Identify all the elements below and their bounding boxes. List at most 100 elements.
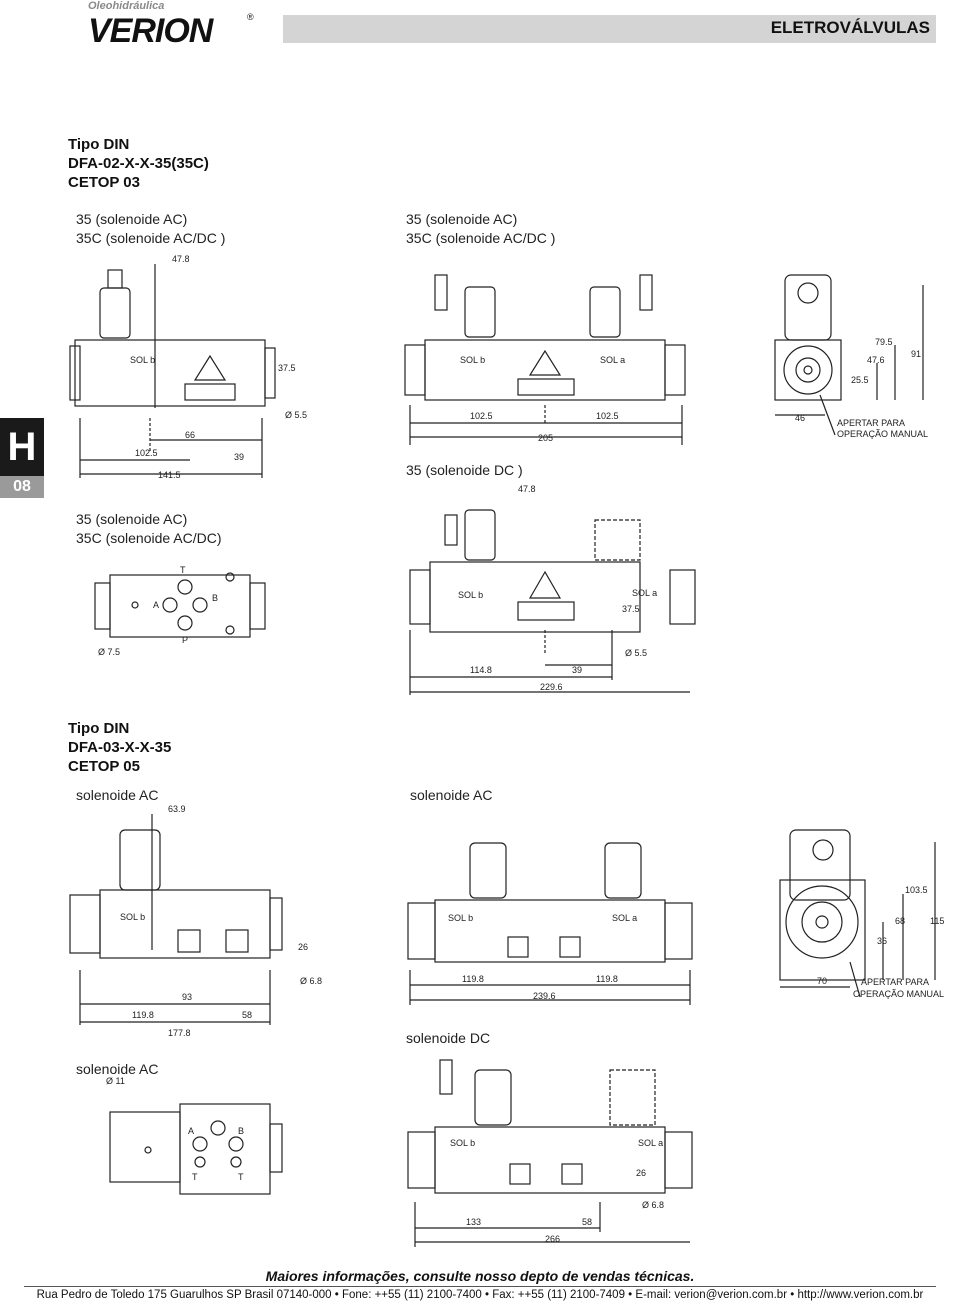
s2-side-dim-2: 115 — [930, 916, 944, 926]
s1-single-dim-4: 39 — [234, 452, 244, 462]
s1-side-dim-3: 25.5 — [851, 375, 869, 385]
s1-top-label-1: 35 (solenoide AC) — [76, 511, 188, 527]
section-tab-number: 08 — [0, 476, 44, 498]
s2-double-ac-drawing: 119.8 119.8 239.6 SOL b SOL a — [400, 825, 700, 1005]
s2-double-label: solenoide AC — [410, 787, 493, 803]
s1-single-dim-0: 47.8 — [172, 254, 190, 264]
section2-standard: CETOP 05 — [68, 758, 140, 775]
s2-top-view-drawing: A B T T Ø 11 — [100, 1072, 300, 1202]
s1-dc-dim-1: 37.5 — [622, 604, 640, 614]
s1-dc-dim-3: 114.8 — [470, 665, 492, 675]
s2-top-port-0: A — [188, 1126, 194, 1136]
s1-top-port-2: B — [212, 593, 218, 603]
s2-single-dim-3: 93 — [182, 992, 192, 1002]
s2-dc-view-drawing: 26 Ø 6.8 133 58 266 SOL b SOL a — [400, 1052, 700, 1252]
s1-single-dim-2: Ø 5.5 — [285, 410, 307, 420]
s2-single-dim-2: Ø 6.8 — [300, 976, 322, 986]
s1-top-view-drawing: T A B P Ø 7.5 — [90, 555, 290, 665]
s2-top-port-2: T — [192, 1172, 198, 1182]
section-tab-letter: H — [0, 418, 44, 476]
s1-dc-label: 35 (solenoide DC ) — [406, 462, 523, 478]
s1-side-note-1: APERTAR PARA — [837, 418, 905, 428]
brand-logo: VERION — [88, 12, 213, 50]
s1-single-dim-5: 102.5 — [135, 448, 158, 458]
s2-double-sol-b: SOL b — [448, 913, 473, 923]
s2-double-sol-a: SOL a — [612, 913, 637, 923]
s2-single-dim-4: 119.8 — [132, 1010, 154, 1020]
s1-single-dim-6: 141.5 — [158, 470, 181, 480]
s1-double-ac-drawing: 102.5 102.5 205 SOL b SOL a — [400, 265, 700, 445]
s1-double-label-1: 35 (solenoide AC) — [406, 211, 518, 227]
s1-dc-sol-a: SOL a — [632, 588, 657, 598]
s1-side-dim-1: 47.6 — [867, 355, 885, 365]
s2-side-note-1: APERTAR PARA — [861, 977, 929, 987]
footer-address: Rua Pedro de Toledo 175 Guarulhos SP Bra… — [36, 1289, 924, 1301]
s1-single-dim-3: 66 — [185, 430, 195, 440]
s2-single-sol-b: SOL b — [120, 912, 145, 922]
s1-single-label-1: 35 (solenoide AC) — [76, 211, 188, 227]
section2-type: Tipo DIN — [68, 720, 130, 737]
s1-top-port-0: T — [180, 565, 186, 575]
s1-single-sol-b: SOL b — [130, 355, 155, 365]
s2-double-dim-1: 119.8 — [596, 974, 618, 984]
s1-top-port-3: P — [182, 635, 188, 645]
s1-double-dim-1: 102.5 — [596, 411, 619, 421]
s1-dc-dim-0: 47.8 — [518, 484, 536, 494]
s1-double-dim-2: 205 — [538, 433, 553, 443]
s1-dc-sol-b: SOL b — [458, 590, 483, 600]
s1-double-dim-0: 102.5 — [470, 411, 493, 421]
s1-dc-view-drawing: 47.8 37.5 Ø 5.5 114.8 39 229.6 SOL b SOL… — [400, 480, 710, 700]
section1-standard: CETOP 03 — [68, 174, 140, 191]
s1-double-sol-a: SOL a — [600, 355, 625, 365]
s2-top-label: solenoide AC — [76, 1061, 159, 1077]
s1-top-dim-0: Ø 7.5 — [98, 647, 120, 657]
section2-model: DFA-03-X-X-35 — [68, 739, 172, 756]
s1-single-ac-drawing: 47.8 37.5 Ø 5.5 66 39 102.5 141.5 SOL b — [60, 248, 330, 488]
s2-double-dim-0: 119.8 — [462, 974, 484, 984]
s2-side-dim-3: 36 — [877, 936, 887, 946]
s2-top-dim-0: Ø 11 — [106, 1076, 125, 1086]
s1-dc-dim-2: Ø 5.5 — [625, 648, 647, 658]
s2-single-dim-5: 58 — [242, 1010, 252, 1020]
footer-note: Maiores informações, consulte nosso dept… — [265, 1268, 695, 1284]
s1-double-sol-b: SOL b — [460, 355, 485, 365]
section1-type: Tipo DIN — [68, 136, 130, 153]
s2-dc-sol-a: SOL a — [638, 1138, 663, 1148]
s2-top-port-3: T — [238, 1172, 244, 1182]
s2-dc-label: solenoide DC — [406, 1030, 491, 1046]
s2-dc-dim-0: 26 — [636, 1168, 646, 1178]
page-title: ELETROVÁLVULAS — [770, 18, 930, 37]
header-bar — [283, 15, 936, 43]
s1-single-dim-1: 37.5 — [278, 363, 296, 373]
s1-single-label-2: 35C (solenoide AC/DC ) — [76, 230, 226, 246]
s1-double-label-2: 35C (solenoide AC/DC ) — [406, 230, 556, 246]
brand-tagline: Oleohidráulica — [88, 0, 165, 12]
s1-dc-dim-5: 229.6 — [540, 682, 563, 692]
registered-mark: ® — [247, 12, 254, 22]
s2-side-note-2: OPERAÇÃO MANUAL — [853, 989, 944, 999]
s2-side-dim-4: 70 — [817, 976, 827, 986]
s1-dc-dim-4: 39 — [572, 665, 582, 675]
s2-dc-dim-2: 133 — [466, 1217, 481, 1227]
s2-single-dim-6: 177.8 — [168, 1028, 191, 1038]
s2-top-port-1: B — [238, 1126, 244, 1136]
s2-dc-dim-3: 58 — [582, 1217, 592, 1227]
s1-side-note-2: OPERAÇÃO MANUAL — [837, 429, 928, 439]
s2-single-dim-1: 26 — [298, 942, 308, 952]
section1-model: DFA-02-X-X-35(35C) — [68, 155, 209, 172]
s2-side-view-drawing: 103.5 68 115 36 70 APERTAR PARA OPERAÇÃO… — [765, 822, 960, 1007]
s1-side-dim-2: 91 — [911, 349, 921, 359]
s1-side-dim-0: 79.5 — [875, 337, 893, 347]
s2-double-dim-2: 239.6 — [533, 991, 556, 1001]
s2-side-dim-0: 103.5 — [905, 885, 928, 895]
s2-dc-dim-1: Ø 6.8 — [642, 1200, 664, 1210]
s2-single-dim-0: 63.9 — [168, 804, 186, 814]
s1-top-port-1: A — [153, 600, 159, 610]
s2-dc-sol-b: SOL b — [450, 1138, 475, 1148]
s1-side-view-drawing: 79.5 47.6 91 25.5 46 APERTAR PARA OPERAÇ… — [765, 265, 955, 445]
s1-top-label-2: 35C (solenoide AC/DC) — [76, 530, 222, 546]
s1-side-dim-4: 46 — [795, 413, 805, 423]
s2-single-ac-drawing: 63.9 26 Ø 6.8 93 119.8 58 177.8 SOL b — [60, 800, 350, 1040]
s2-single-label: solenoide AC — [76, 787, 159, 803]
s2-dc-dim-4: 266 — [545, 1234, 560, 1244]
